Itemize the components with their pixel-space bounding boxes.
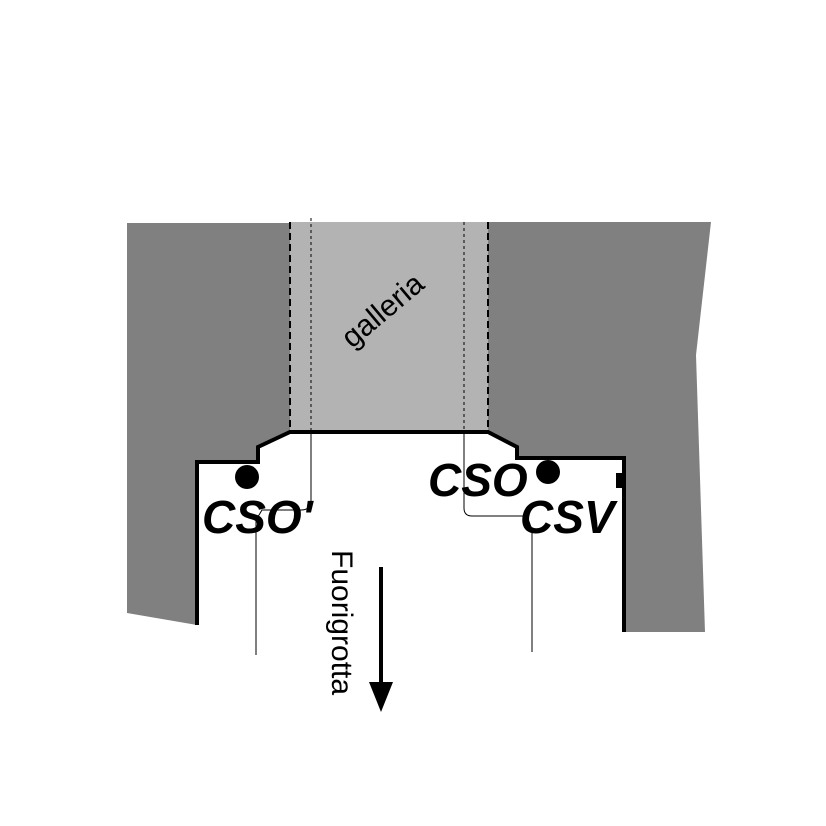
cso-prime-label: CSO' [202,491,315,543]
right-guide-line [463,432,533,652]
left-rock-mass [127,223,290,625]
csv-label: CSV [520,491,618,543]
left-guide-line [255,432,312,655]
right-rock-mass [488,222,711,632]
right-wall-marker [616,473,624,488]
direction-label: Fuorigrotta [325,550,358,695]
cso-label: CSO [428,454,528,506]
gallery-area [290,222,488,432]
direction-arrow-head [369,682,393,712]
excavation-outline [195,430,626,632]
cso-station-dot [536,460,560,484]
cso-prime-station-dot [235,465,259,489]
